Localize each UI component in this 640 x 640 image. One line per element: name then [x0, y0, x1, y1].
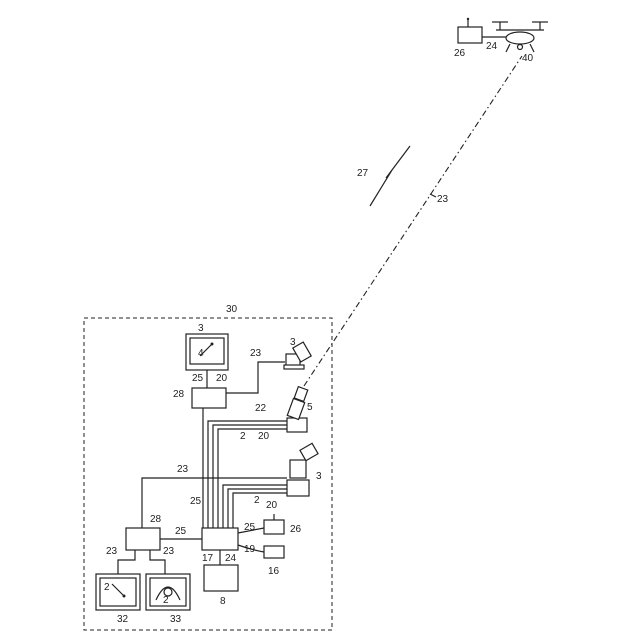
label-cam-low: 3	[316, 471, 322, 482]
monitor-top	[186, 334, 228, 370]
label-16: 16	[268, 566, 280, 577]
label-20a: 20	[258, 431, 270, 442]
camera-mid	[287, 387, 308, 432]
label-28-top: 28	[173, 389, 185, 400]
camera-top	[284, 342, 311, 369]
label-25-top: 25	[192, 373, 204, 384]
hub-17	[202, 528, 238, 550]
monitor-32	[96, 574, 140, 610]
label-link-23: 23	[437, 194, 449, 205]
label-30: 30	[226, 304, 238, 315]
label-25-r: 25	[244, 522, 256, 533]
label-cam-5: 5	[307, 402, 313, 413]
label-28-bottom: 28	[150, 514, 162, 525]
label-32: 32	[117, 614, 129, 625]
label-24: 24	[225, 553, 237, 564]
label-40: 40	[522, 53, 534, 64]
controller-28-top	[192, 388, 226, 408]
label-monitor-top: 3	[198, 323, 204, 334]
label-25-mid: 25	[190, 496, 202, 507]
label-monitor-br-inner: 2	[163, 595, 169, 606]
box-8	[204, 565, 238, 591]
label-2a: 2	[240, 431, 246, 442]
label-23-br: 23	[163, 546, 175, 557]
label-27: 27	[357, 168, 369, 179]
label-20-top: 20	[216, 373, 228, 384]
label-33: 33	[170, 614, 182, 625]
label-22: 22	[255, 403, 267, 414]
box-26-low	[264, 520, 284, 534]
drone-box-26	[458, 27, 482, 43]
label-19: 19	[244, 544, 256, 555]
box-16	[264, 546, 284, 558]
wireless-link-23	[304, 56, 522, 386]
label-26-low: 26	[290, 524, 302, 535]
label-2b: 2	[254, 495, 260, 506]
label-23-mid: 23	[177, 464, 189, 475]
label-25-h: 25	[175, 526, 187, 537]
label-23-top: 23	[250, 348, 262, 359]
label-camera-top: 3	[290, 337, 296, 348]
label-17: 17	[202, 553, 214, 564]
label-20b: 20	[266, 500, 278, 511]
label-23-bl: 23	[106, 546, 118, 557]
label-drone-link-24: 24	[486, 41, 498, 52]
controller-28-bottom	[126, 528, 160, 550]
lightning-27	[370, 146, 410, 206]
camera-low	[287, 443, 318, 496]
label-drone-box-26: 26	[454, 48, 466, 59]
label-monitor-bl-inner: 2	[104, 582, 110, 593]
label-8: 8	[220, 596, 226, 607]
label-monitor-top-inner: 4	[198, 348, 204, 359]
